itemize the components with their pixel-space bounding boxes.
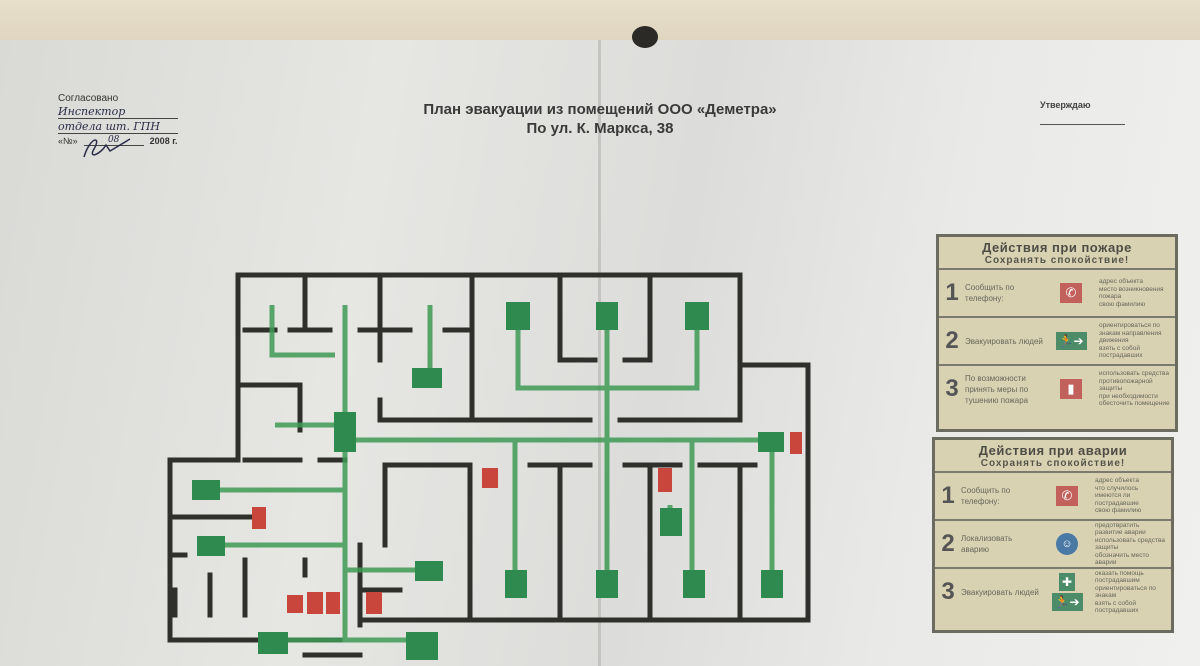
accident-step-3: 3 Эвакуировать людей ✚ 🏃➔ оказать помощь … xyxy=(935,569,1171,615)
exit-sign-icon xyxy=(412,368,442,388)
step-note: при необходимости обесточить помещение xyxy=(1099,392,1170,408)
exit-sign-icon xyxy=(197,536,225,556)
exit-sign-icon xyxy=(660,508,682,536)
fire-alarm-icon xyxy=(366,592,382,614)
extinguisher-icon xyxy=(658,468,672,492)
approval-label: Согласовано xyxy=(58,93,119,104)
extinguisher-icon: ▮ xyxy=(1060,379,1082,399)
exit-sign-icon xyxy=(334,412,356,452)
step-note: использовать средства противопожарной за… xyxy=(1099,370,1169,393)
confirm-line xyxy=(1040,124,1125,125)
phone-icon: ✆ xyxy=(1056,486,1078,506)
confirm-block: Утверждаю xyxy=(1040,100,1125,125)
step-note: оказать помощь пострадавшим xyxy=(1095,569,1144,585)
accident-panel-subtitle: Сохранять спокойствие! xyxy=(980,458,1126,469)
confirm-label: Утверждаю xyxy=(1040,100,1091,110)
step-note: взять с собой пострадавших xyxy=(1099,344,1143,360)
step-note: адрес объекта xyxy=(1099,278,1143,285)
step-note: обозначить место аварии xyxy=(1095,551,1149,567)
step-note: имеются ли пострадавшие xyxy=(1095,492,1139,507)
exit-sign-icon xyxy=(761,570,783,598)
step-note: свою фамилию xyxy=(1095,507,1142,515)
step-action: Эвакуировать людей xyxy=(961,587,1039,597)
step-note: предотвратить развитие аварии xyxy=(1095,521,1146,537)
exit-sign-icon xyxy=(596,302,618,330)
exit-sign-icon xyxy=(596,570,618,598)
extinguisher-icon xyxy=(307,592,323,614)
step-note: свою фамилию xyxy=(1099,300,1146,308)
step-note: ориентироваться по знакам направления дв… xyxy=(1099,322,1162,345)
approval-year: 2008 г. xyxy=(149,136,178,146)
exit-sign-icon xyxy=(758,432,784,452)
step-note: место возникновения пожара xyxy=(1099,285,1164,301)
phone-icon: ✆ xyxy=(1060,283,1082,303)
step-number: 2 xyxy=(941,530,955,557)
exit-sign-icon xyxy=(192,480,220,500)
step-note: адрес объекта xyxy=(1095,477,1139,485)
step-number: 3 xyxy=(941,578,955,605)
signature xyxy=(83,138,131,158)
title-line-2: По ул. К. Маркса, 38 xyxy=(526,120,674,137)
exit-signs xyxy=(192,302,784,660)
fire-signs xyxy=(252,432,802,614)
plan-title: План эвакуации из помещений ООО «Деметра… xyxy=(370,100,830,138)
fire-panel-title: Действия при пожаре xyxy=(982,240,1132,255)
step-note: ориентироваться по знакам xyxy=(1095,584,1156,600)
step-number: 3 xyxy=(945,375,959,402)
extinguisher-icon xyxy=(790,432,802,454)
approval-handwriting-2: отдела шт. ГПН xyxy=(58,120,178,134)
approval-block: Согласовано Инспектор отдела шт. ГПН «№»… xyxy=(58,93,178,146)
step-action: По возможности принять меры по тушению п… xyxy=(965,373,1029,405)
paper-fold xyxy=(598,40,601,666)
extinguisher-icon xyxy=(252,507,266,529)
fire-step-3: 3 По возможности принять меры по тушению… xyxy=(939,366,1175,412)
phone-icon xyxy=(482,468,498,488)
approval-number: 08 xyxy=(83,135,144,146)
exit-sign-icon xyxy=(685,302,709,330)
hydrant-icon xyxy=(326,592,340,614)
step-number: 2 xyxy=(945,327,959,354)
accident-panel-title: Действия при аварии xyxy=(978,443,1128,458)
accident-step-2: 2 Локализовать аварию ☺ предотвратить ра… xyxy=(935,521,1171,569)
evacuation-routes xyxy=(205,305,775,643)
exit-sign-icon xyxy=(258,632,288,654)
exit-arrow-icon: 🏃➔ xyxy=(1051,593,1083,611)
step-action: Сообщить по телефону: xyxy=(961,486,1011,506)
step-action: Локализовать аварию xyxy=(961,534,1013,554)
pushpin xyxy=(632,26,658,48)
exit-arrow-icon: 🏃➔ xyxy=(1055,332,1087,350)
step-note: использовать средства защиты xyxy=(1095,536,1165,552)
step-note: взять с собой пострадавших xyxy=(1095,599,1139,615)
approval-handwriting-1: Инспектор xyxy=(58,105,178,119)
exit-sign-icon xyxy=(683,570,705,598)
step-action: Сообщить по телефону: xyxy=(965,283,1015,303)
walls xyxy=(167,272,811,658)
exit-sign-icon xyxy=(506,302,530,330)
respirator-icon: ☺ xyxy=(1056,533,1078,555)
exit-sign-icon xyxy=(415,561,443,581)
phone-icon xyxy=(287,595,303,613)
exit-sign-icon xyxy=(406,632,438,660)
title-line-1: План эвакуации из помещений ООО «Деметра… xyxy=(423,101,777,118)
step-number: 1 xyxy=(941,482,955,509)
step-note: что случилось xyxy=(1095,484,1139,492)
fire-step-2: 2 Эвакуировать людей 🏃➔ ориентироваться … xyxy=(939,318,1175,366)
fire-panel-subtitle: Сохранять спокойствие! xyxy=(984,255,1130,266)
approval-number-label: «№» xyxy=(58,136,78,146)
exit-sign-icon xyxy=(505,570,527,598)
step-number: 1 xyxy=(945,279,959,306)
step-action: Эвакуировать людей xyxy=(965,336,1043,346)
first-aid-icon: ✚ xyxy=(1058,573,1076,591)
